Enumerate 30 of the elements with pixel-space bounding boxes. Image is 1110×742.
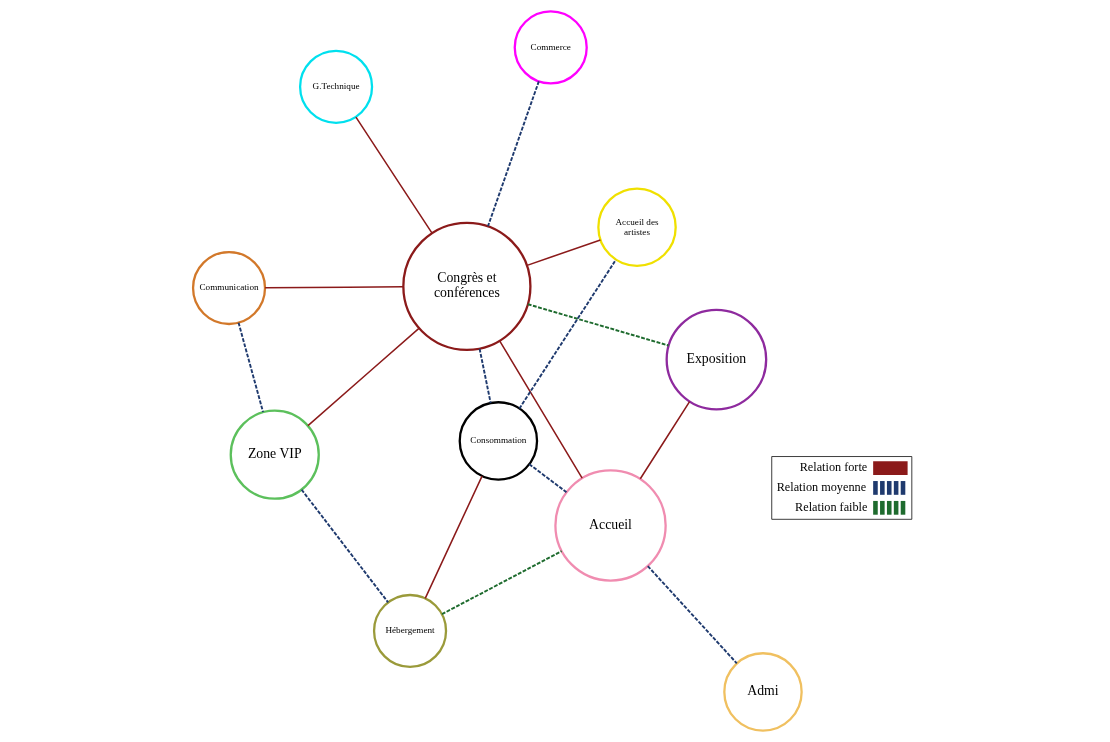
connector <box>440 550 563 616</box>
connector <box>518 259 617 410</box>
legend-label: Relation faible <box>794 499 867 514</box>
node-circle: Admi <box>722 652 803 732</box>
connector <box>639 400 690 480</box>
node-circle: Exposition <box>665 308 767 411</box>
connector <box>527 463 567 494</box>
node-circle: Congrès et conférences <box>401 221 532 351</box>
connector <box>525 239 601 267</box>
connector <box>237 321 264 413</box>
node-circle: Accueil <box>553 469 667 582</box>
node-circle: Accueil des artistes <box>596 187 677 267</box>
node-circle: Consommation <box>458 401 538 481</box>
legend-label: Relation forte <box>799 459 867 474</box>
node-circle: Hébergement <box>372 593 447 669</box>
connector <box>306 327 420 427</box>
connector <box>300 488 389 604</box>
connector <box>478 347 492 404</box>
connector <box>646 565 738 665</box>
connector <box>486 80 540 228</box>
connector <box>354 116 433 234</box>
connector <box>526 303 669 347</box>
legend-label: Relation moyenne <box>776 479 866 494</box>
node-circle: G.Technique <box>298 49 373 124</box>
connector <box>498 340 583 479</box>
connector <box>423 475 483 600</box>
connector <box>263 286 404 289</box>
node-circle: Commerce <box>513 10 588 85</box>
node-circle: Communication <box>191 250 266 326</box>
node-circle: Zone VIP <box>229 409 320 500</box>
